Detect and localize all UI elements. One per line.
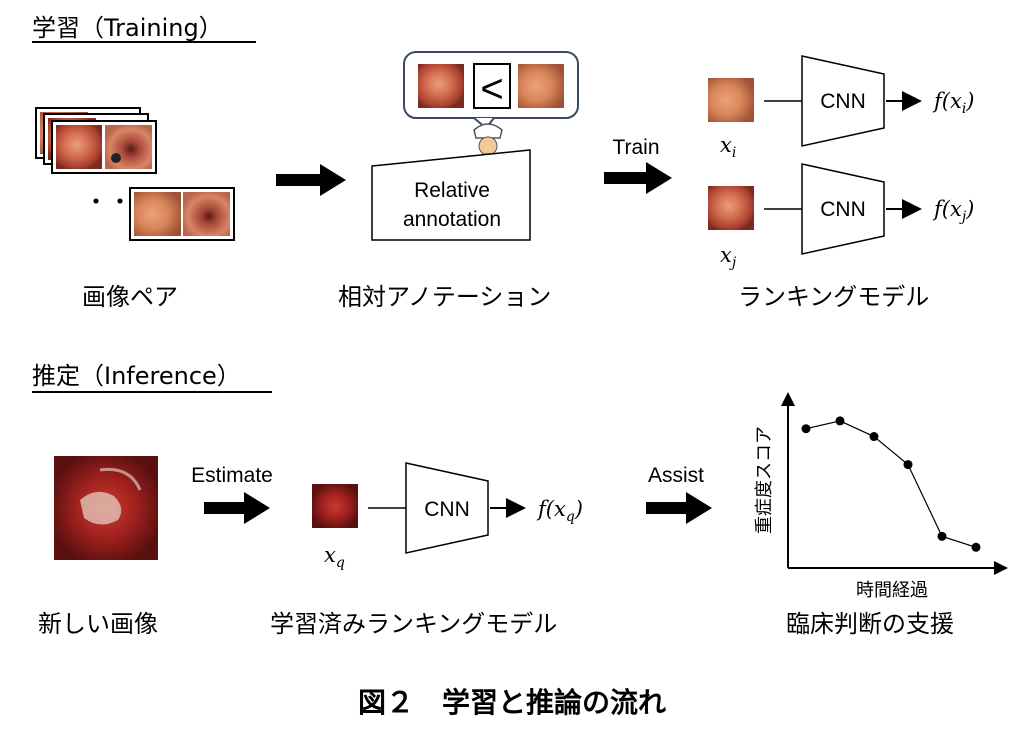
severity-plot: 重症度スコア 時間経過: [754, 392, 1008, 601]
endoscopy-thumbnail: [105, 125, 152, 169]
severity-point: [869, 432, 879, 442]
severity-point: [801, 424, 811, 434]
arrow-estimate: [204, 492, 270, 524]
arrow-assist: [646, 492, 712, 524]
cnn-block: [801, 55, 885, 147]
endoscopy-thumbnail: [418, 64, 464, 108]
output-f-xi: f(xi): [932, 89, 975, 117]
input-xj: xj: [720, 243, 737, 271]
training-heading: 学習（Training）: [32, 14, 223, 42]
endoscopy-thumbnail: [708, 78, 754, 122]
endoscopy-thumbnail: [56, 125, 102, 169]
endoscopy-thumbnail: [134, 192, 181, 236]
annotation-text-line2: annotation: [403, 208, 501, 231]
ranking-model-label: ランキングモデル: [738, 283, 929, 311]
cnn-block: [405, 462, 489, 554]
inference-heading: 推定（Inference）: [32, 362, 241, 390]
x-axis-label: 時間経過: [856, 580, 928, 601]
endoscopy-thumbnail: [708, 186, 754, 230]
cnn-bottom-branch: CNN: [708, 163, 922, 255]
train-arrow-label: Train: [612, 136, 659, 159]
arrow-train: [604, 162, 672, 194]
estimate-arrow-label: Estimate: [191, 464, 273, 487]
comparison-symbol: <: [480, 67, 503, 111]
endoscopy-thumbnail: [183, 192, 230, 236]
cnn-inference-branch: CNN: [312, 462, 526, 554]
annotation-label: 相対アノテーション: [338, 283, 551, 311]
annotation-box: Relative annotation: [371, 149, 531, 241]
input-xq: xq: [324, 543, 345, 571]
cnn-block: [801, 163, 885, 255]
input-xi: xi: [720, 133, 736, 161]
assist-arrow-label: Assist: [648, 464, 704, 487]
severity-point: [835, 416, 845, 426]
new-image-label: 新しい画像: [38, 610, 158, 638]
cnn-label: CNN: [820, 198, 866, 221]
annotation-bubble: <: [403, 51, 579, 130]
image-pairs-stack: [35, 107, 157, 174]
new-image: [54, 456, 158, 560]
image-pairs-label: 画像ペア: [82, 283, 178, 311]
severity-trend-line: [805, 420, 977, 548]
output-f-xj: f(xj): [932, 197, 974, 225]
trained-model-label: 学習済みランキングモデル: [270, 610, 557, 638]
cnn-top-branch: CNN: [708, 55, 922, 147]
severity-point: [971, 542, 981, 552]
arrow-pairs-to-annotation: [276, 164, 346, 196]
annotation-text-line1: Relative: [414, 179, 490, 202]
severity-point: [903, 460, 913, 470]
y-axis-label: 重症度スコア: [754, 426, 775, 534]
image-pair-bottom: [129, 187, 235, 241]
cnn-label: CNN: [424, 498, 470, 521]
output-f-xq: f(xq): [536, 497, 583, 525]
clinical-support-label: 臨床判断の支援: [786, 610, 954, 638]
endoscopy-thumbnail: [518, 64, 564, 108]
endoscopy-thumbnail: [312, 484, 358, 528]
cnn-label: CNN: [820, 90, 866, 113]
figure-caption: 図２ 学習と推論の流れ: [358, 686, 666, 719]
severity-point: [937, 531, 947, 541]
